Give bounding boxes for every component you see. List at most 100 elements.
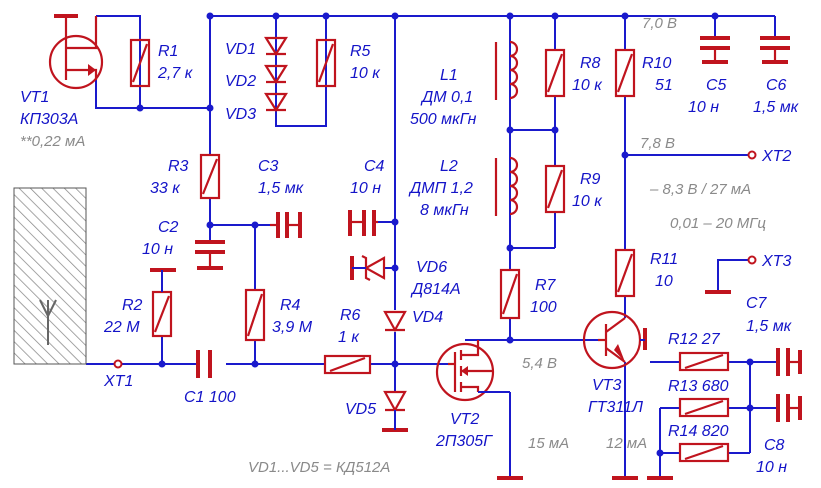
vd1-label: VD1 [225,41,256,58]
capacitor-c7-icon [776,348,802,376]
vt1-type: КП303А [20,111,78,128]
transistor-vt2-icon [435,340,523,480]
connector-xt3[interactable] [747,255,757,265]
r7-ref: R7 [535,277,557,294]
c6-ref: C6 [766,77,787,94]
resistor-r11-icon [614,248,636,298]
c7-value: 1,5 мк [746,318,793,335]
capacitor-c6-icon [760,36,790,64]
frequency-range: 0,01 – 20 МГц [670,215,766,232]
r13-label: R13 680 [668,378,729,395]
r3-value: 33 к [150,180,181,197]
diodes-note: VD1...VD5 = КД512А [248,459,390,476]
vt1-ref: VT1 [20,89,49,106]
resistor-r7-icon [499,268,521,320]
r5-ref: R5 [350,43,371,60]
r10-value: 51 [655,77,673,94]
resistor-r4-icon [244,288,266,342]
r1-value: 2,7 к [157,65,194,82]
r12-label: R12 27 [668,331,721,348]
inductor-l1-icon [494,40,519,100]
r6-ref: R6 [340,307,361,324]
c4-ref: C4 [364,158,385,175]
xt2-label: XT2 [761,148,791,165]
connector-xt1[interactable] [113,359,123,369]
antenna-icon [13,187,87,365]
resistor-r6-icon [323,354,372,375]
r3-ref: R3 [168,158,189,175]
vd6-type: Д814А [410,281,461,298]
resistor-r5-icon [315,38,337,88]
vt3-ref: VT3 [592,377,621,394]
transistor-vt1-icon [48,14,104,90]
r2-value: 22 М [103,319,140,336]
drain-voltage: 5,4 В [522,355,557,372]
c8-ref: C8 [764,437,785,454]
diode-vd3-icon [264,92,288,113]
resistor-r10-icon [614,48,636,98]
resistors [129,38,730,463]
capacitor-c4-icon [348,210,378,236]
capacitors [195,36,802,422]
connector-xt2[interactable] [747,150,757,160]
diode-vd1-icon [264,36,288,57]
c7-ref: C7 [746,295,768,312]
r8-value: 10 к [572,77,603,94]
resistor-r14-icon [678,442,730,463]
r4-ref: R4 [280,297,301,314]
l1-type: ДМ 0,1 [420,89,473,106]
r11-ref: R11 [650,251,678,268]
vt1-current: **0,22 мА [20,133,85,150]
vd2-label: VD2 [225,73,256,90]
zener-vd6-icon [350,255,386,281]
junctions [136,12,754,457]
c5-value: 10 н [688,99,719,116]
r10-ref: R10 [642,55,671,72]
resistor-r13-icon [678,397,730,418]
component-labels: VT1 КП303А **0,22 мА R1 2,7 к VD1 VD2 VD… [20,41,800,476]
c6-value: 1,5 мк [753,99,800,116]
l2-value: 8 мкГн [420,202,469,219]
inductors [494,40,519,216]
resistor-r9-icon [544,164,566,214]
c5-ref: C5 [706,77,727,94]
r11-value: 10 [655,273,673,290]
r7-value: 100 [530,299,557,316]
c1-label: C1 100 [184,389,236,406]
vt2-current: 15 мА [528,435,569,452]
ground-symbols [54,14,731,480]
l2-ref: L2 [440,158,458,175]
xt3-label: XT3 [761,253,791,270]
transistor-vt3-icon [582,310,647,480]
l2-type: ДМП 1,2 [408,180,473,197]
l1-value: 500 мкГн [410,111,477,128]
emitter-voltage: 7,8 В [640,135,675,152]
c4-value: 10 н [350,180,381,197]
supply-voltage: 7,0 В [642,15,677,32]
vt3-type: ГТ311Л [588,399,643,416]
c8-value: 10 н [756,459,787,476]
output-voltage: – 8,3 В / 27 мА [649,181,751,198]
r2-ref: R2 [122,297,143,314]
resistor-r2-icon [150,268,176,338]
vd5-label: VD5 [345,401,376,418]
resistor-r1-icon [129,38,151,88]
r6-value: 1 к [338,329,360,346]
diode-vd5-icon [382,390,408,432]
connector-pins[interactable] [113,150,757,369]
resistor-r8-icon [544,48,566,98]
resistor-r3-icon [199,153,221,200]
vt2-ref: VT2 [450,411,479,428]
xt1-label: XT1 [103,373,133,390]
r9-ref: R9 [580,171,601,188]
c2-value: 10 н [142,241,173,258]
vd4-label: VD4 [412,309,443,326]
diode-vd4-icon [383,310,407,333]
wires [86,15,778,478]
diode-vd2-icon [264,64,288,85]
resistor-r12-icon [678,351,730,372]
r1-ref: R1 [158,43,178,60]
capacitor-c1-icon [196,350,212,378]
